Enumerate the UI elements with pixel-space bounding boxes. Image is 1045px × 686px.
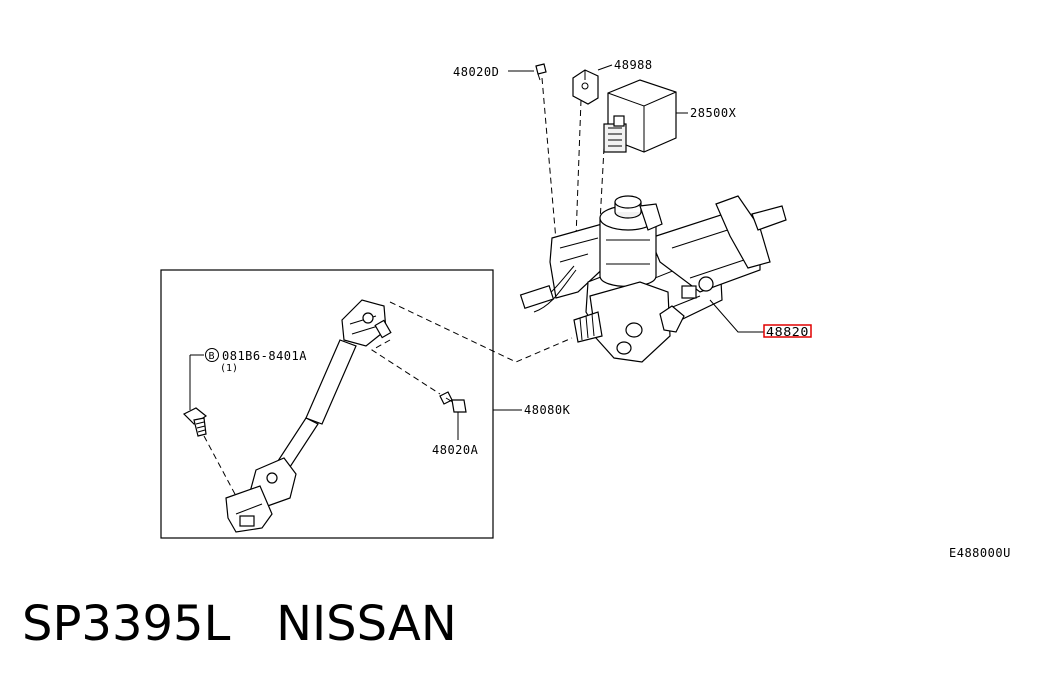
leader-48820 [709,299,764,333]
label-28500x: 28500X [690,106,737,120]
nut-48020d[interactable] [535,63,547,81]
label-081b6-8401a: 081B6-8401A [222,349,307,363]
caption-spacer [230,596,276,652]
circled-b-marker [205,348,219,362]
leader-48988 [597,64,613,71]
intermediate-shaft[interactable] [225,299,392,533]
control-module-28500x[interactable] [603,79,677,153]
bolt-081b6-8401a[interactable] [182,407,208,437]
leader-081b6 [189,354,204,410]
label-081b6-qty: (1) [220,363,238,374]
caption-part-number: SP3395L [22,596,231,652]
steering-column-48820[interactable] [519,195,787,363]
diagram-code: E488000U [949,546,1011,560]
detail-box-48080k [160,269,494,539]
label-48020a: 48020A [432,443,479,457]
part-caption: SP3395L NISSAN [22,596,457,652]
label-48020d: 48020D [453,65,499,79]
label-circled-b: B [209,351,215,362]
assembly-line-nut [541,77,558,253]
assembly-line-shaft-upper [389,301,573,363]
assembly-line-bolt-b [203,435,237,497]
bracket-48988[interactable] [572,69,599,105]
label-48820: 48820 [766,325,809,339]
label-48080k: 48080K [524,403,571,417]
caption-brand: NISSAN [276,596,457,652]
assembly-line-module [599,147,605,223]
highlight-box-48820 [763,324,812,338]
assembly-line-shaft-lower [371,339,441,395]
label-48988: 48988 [614,58,653,72]
assembly-line-bracket [575,99,582,239]
bolt-48020a[interactable] [439,391,467,440]
